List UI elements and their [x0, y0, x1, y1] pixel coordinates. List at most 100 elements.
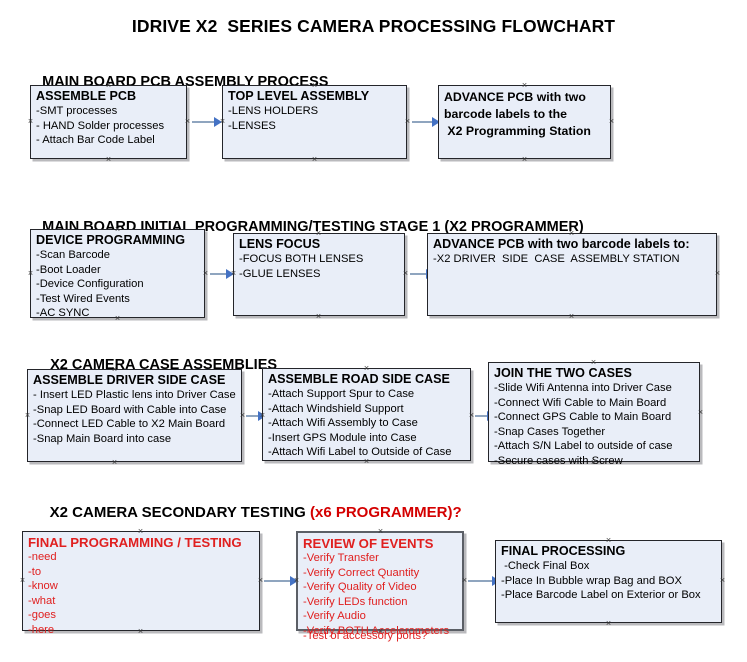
node-join-the-two-cases[interactable]: JOIN THE TWO CASES -Slide Wifi Antenna i…	[488, 362, 700, 467]
node-line: -LENS HOLDERS	[228, 105, 319, 117]
arrow-shaft	[246, 415, 259, 417]
resize-handle-left[interactable]	[24, 412, 31, 419]
node-title: REVIEW OF EVENTS	[303, 536, 434, 551]
resize-handle-left[interactable]	[293, 577, 300, 584]
arrow-top-level-assembly-to-advance-pcb	[412, 117, 440, 127]
resize-handle-top[interactable]	[105, 82, 112, 89]
resize-handle-bottom[interactable]	[114, 315, 121, 322]
resize-handle-bottom[interactable]	[568, 313, 575, 320]
resize-handle-top[interactable]	[568, 230, 575, 237]
arrow-shaft	[412, 121, 433, 123]
resize-handle-right[interactable]	[697, 409, 704, 416]
node-overflow-line: -Test of accessory ports?	[303, 629, 428, 642]
node-assemble-driver-side-case[interactable]: ASSEMBLE DRIVER SIDE CASE - Insert LED P…	[27, 369, 242, 462]
node-title: ASSEMBLE PCB	[36, 89, 137, 103]
node-line: -what	[28, 594, 56, 607]
resize-handle-bottom[interactable]	[105, 156, 112, 163]
node-title: FINAL PROGRAMMING / TESTING	[28, 535, 242, 550]
resize-handle-right[interactable]	[257, 577, 264, 584]
arrow-shaft	[192, 121, 215, 123]
node-line: -Verify Transfer	[303, 552, 379, 564]
node-line: -LENSES	[228, 119, 276, 132]
resize-handle-top[interactable]	[311, 82, 318, 89]
node-line: -Verify BOTH Accelerometers	[303, 624, 450, 637]
resize-handle-bottom[interactable]	[363, 458, 370, 465]
node-line: -Snap Cases Together	[494, 425, 606, 438]
node-title: ASSEMBLE ROAD SIDE CASE	[268, 372, 450, 386]
resize-handle-right[interactable]	[468, 412, 475, 419]
arrow-shaft	[210, 273, 227, 275]
node-device-programming[interactable]: DEVICE PROGRAMMING -Scan Barcode -Boot L…	[30, 229, 205, 319]
resize-handle-top[interactable]	[521, 82, 528, 89]
resize-handle-top[interactable]	[605, 537, 612, 544]
node-review-of-events[interactable]: REVIEW OF EVENTS -Verify Transfer -Verif…	[296, 531, 464, 642]
node-title: FINAL PROCESSING	[501, 544, 626, 558]
resize-handle-left[interactable]	[219, 118, 226, 125]
resize-handle-right[interactable]	[202, 270, 209, 277]
resize-handle-left[interactable]	[27, 118, 34, 125]
resize-handle-bottom[interactable]	[590, 459, 597, 466]
resize-handle-right[interactable]	[402, 270, 409, 277]
node-line: -Snap LED Board with Cable into Case	[33, 403, 227, 416]
resize-handle-bottom[interactable]	[137, 628, 144, 635]
node-final-processing[interactable]: FINAL PROCESSING -Check Final Box -Place…	[495, 540, 722, 623]
node-advance-pcb-driver-side-case[interactable]: ADVANCE PCB with two barcode labels to: …	[427, 233, 717, 316]
resize-handle-top[interactable]	[377, 528, 384, 535]
node-line: barcode labels to the	[444, 107, 567, 121]
node-line: X2 Programming Station	[444, 124, 591, 138]
node-title: ASSEMBLE DRIVER SIDE CASE	[33, 373, 226, 387]
resize-handle-right[interactable]	[714, 270, 721, 277]
resize-handle-top[interactable]	[114, 226, 121, 233]
node-assemble-pcb[interactable]: ASSEMBLE PCB -SMT processes - HAND Solde…	[30, 85, 187, 159]
resize-handle-top[interactable]	[137, 528, 144, 535]
node-line: -need	[28, 551, 57, 563]
arrow-assemble-pcb-to-top-level-assembly	[192, 117, 222, 127]
resize-handle-top[interactable]	[363, 365, 370, 372]
resize-handle-top[interactable]	[111, 366, 118, 373]
resize-handle-right[interactable]	[719, 577, 726, 584]
resize-handle-bottom[interactable]	[315, 313, 322, 320]
node-line: -Place In Bubble wrap Bag and BOX	[501, 574, 682, 587]
node-line: -AC SYNC	[36, 307, 90, 319]
node-title: TOP LEVEL ASSEMBLY	[228, 89, 370, 103]
node-lens-focus[interactable]: LENS FOCUS -FOCUS BOTH LENSES -GLUE LENS…	[233, 233, 405, 316]
node-title: JOIN THE TWO CASES	[494, 366, 632, 380]
resize-handle-top[interactable]	[315, 230, 322, 237]
resize-handle-top[interactable]	[590, 359, 597, 366]
arrow-shaft	[264, 580, 291, 582]
node-line: -Verify LEDs function	[303, 595, 408, 608]
resize-handle-left[interactable]	[230, 270, 237, 277]
resize-handle-right[interactable]	[608, 118, 615, 125]
page-title: IDRIVE X2 SERIES CAMERA PROCESSING FLOWC…	[131, 16, 616, 36]
node-line: -FOCUS BOTH LENSES	[239, 253, 364, 265]
resize-handle-bottom[interactable]	[377, 628, 384, 635]
node-line: -Device Configuration	[36, 278, 144, 290]
node-line: - HAND Solder processes	[36, 119, 165, 132]
resize-handle-left[interactable]	[259, 412, 266, 419]
node-line: -here	[28, 623, 55, 636]
node-line: - Attach Bar Code Label	[36, 134, 155, 146]
resize-handle-bottom[interactable]	[311, 156, 318, 163]
section-header-text: X2 CAMERA SECONDARY TESTING	[49, 504, 310, 521]
resize-handle-bottom[interactable]	[521, 156, 528, 163]
node-final-programming-testing[interactable]: FINAL PROGRAMMING / TESTING -need -to -k…	[22, 531, 260, 636]
node-top-level-assembly[interactable]: TOP LEVEL ASSEMBLY -LENS HOLDERS -LENSES	[222, 85, 407, 159]
resize-handle-right[interactable]	[461, 577, 468, 584]
node-line: -Connect LED Cable to X2 Main Board	[33, 418, 226, 430]
node-advance-pcb-programming-station[interactable]: ADVANCE PCB with two barcode labels to t…	[438, 85, 611, 159]
resize-handle-left[interactable]	[19, 577, 26, 584]
resize-handle-bottom[interactable]	[111, 459, 118, 466]
arrow-shaft	[475, 415, 488, 417]
resize-handle-right[interactable]	[184, 118, 191, 125]
node-assemble-road-side-case[interactable]: ASSEMBLE ROAD SIDE CASE -Attach Support …	[262, 368, 471, 461]
resize-handle-right[interactable]	[404, 118, 411, 125]
node-line: -Connect Wifi Cable to Main Board	[494, 396, 667, 409]
section-header-x2-camera-secondary-testing: X2 CAMERA SECONDARY TESTING (x6 PROGRAMM…	[33, 487, 462, 538]
node-line: -Attach S/N Label to outside of case	[494, 440, 673, 452]
resize-handle-bottom[interactable]	[605, 620, 612, 627]
resize-handle-left[interactable]	[27, 270, 34, 277]
arrow-shaft	[468, 580, 493, 582]
resize-handle-right[interactable]	[239, 412, 246, 419]
node-line: -Attach Support Spur to Case	[268, 388, 415, 400]
